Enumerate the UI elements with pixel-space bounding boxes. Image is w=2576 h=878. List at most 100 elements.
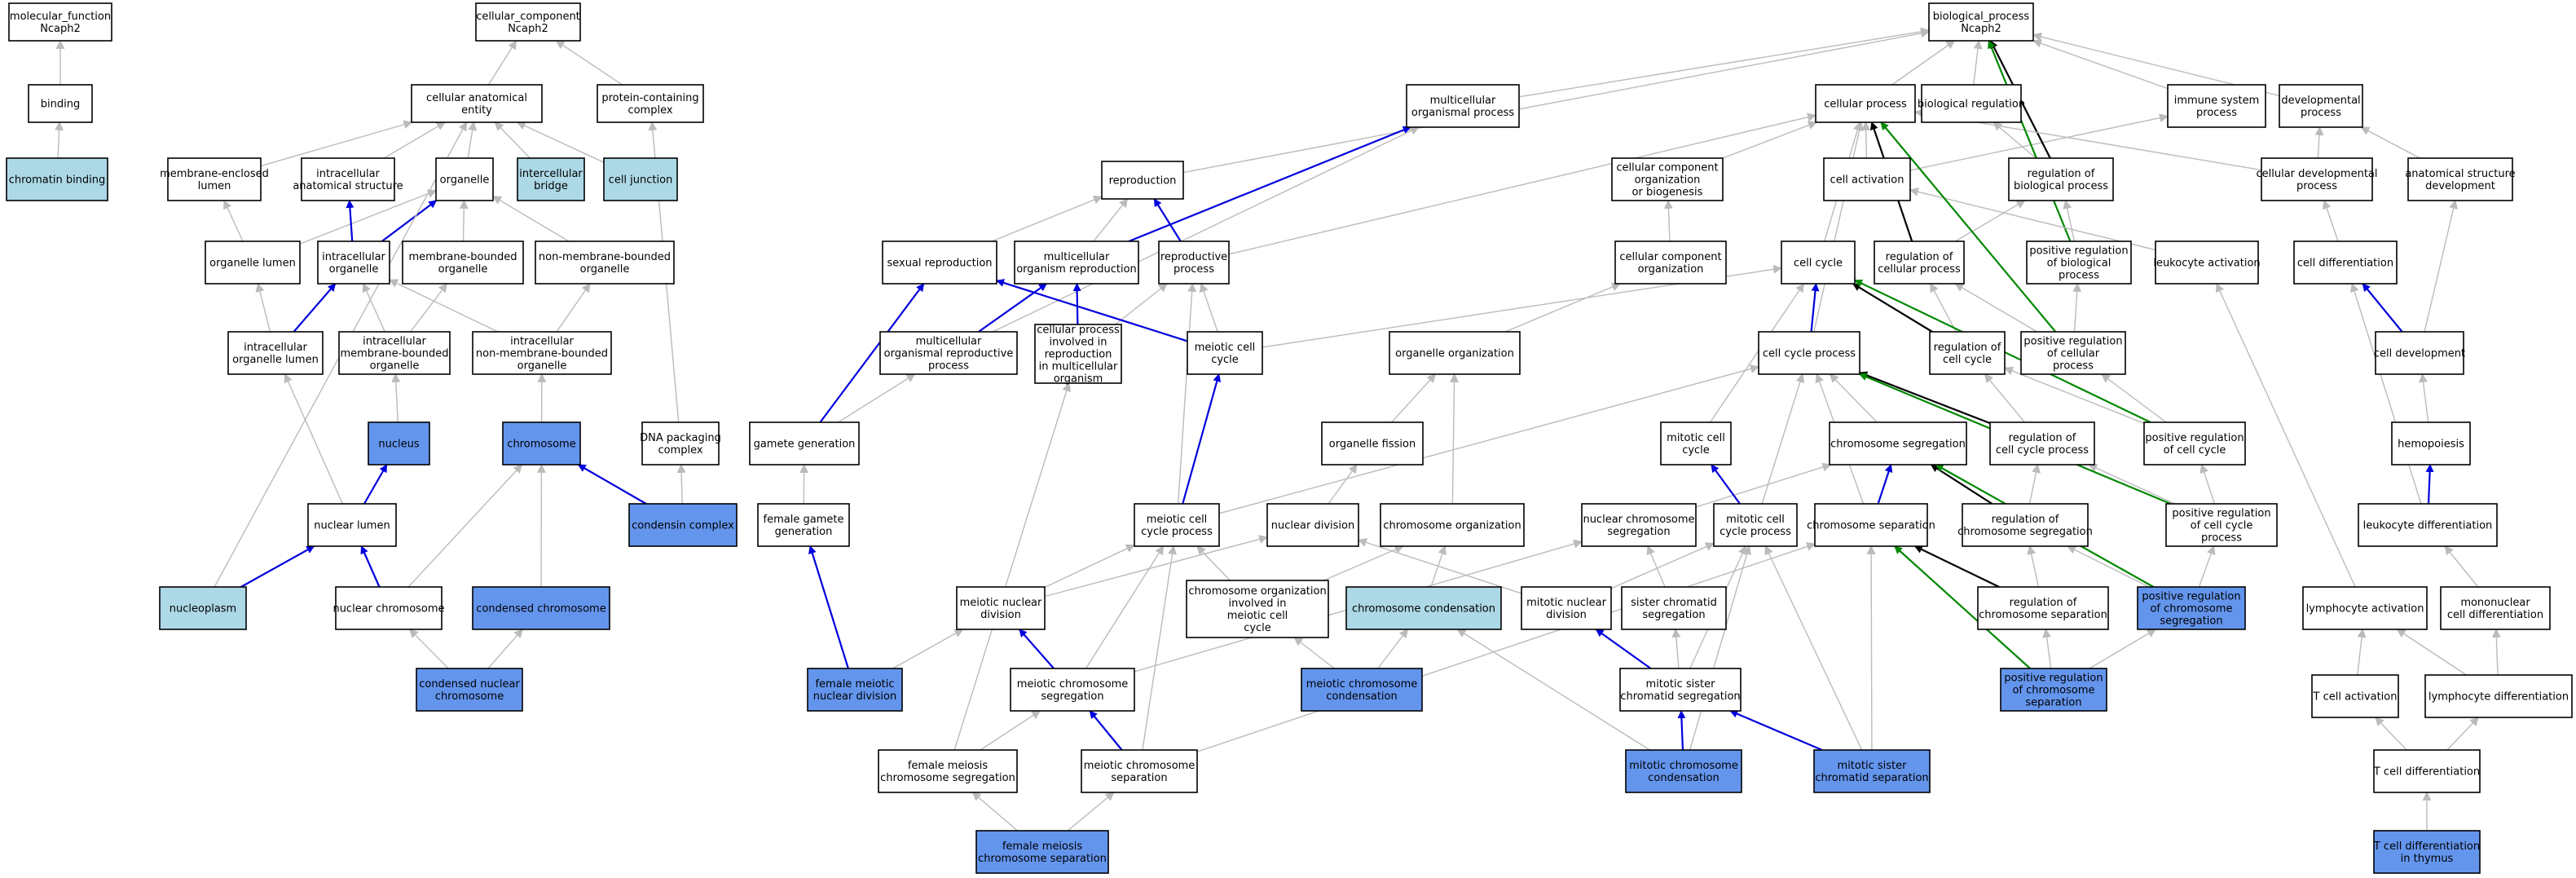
node-cconden[interactable]: chromosome condensation — [1345, 586, 1502, 630]
node-box — [1625, 749, 1742, 793]
node-organelle[interactable]: organelle — [435, 157, 494, 201]
node-gg[interactable]: gamete generation — [749, 421, 860, 465]
node-ccp[interactable]: cell cycle process — [1758, 331, 1860, 375]
node-nucleoplasm[interactable]: nucleoplasm — [159, 586, 247, 630]
node-label-line: separation — [2025, 697, 2081, 709]
node-nl[interactable]: nuclear lumen — [307, 503, 397, 547]
node-cd[interactable]: cell differentiation — [2293, 240, 2398, 285]
node-of[interactable]: organelle fission — [1321, 421, 1424, 465]
node-binding[interactable]: binding — [28, 84, 93, 123]
node-sr[interactable]: sexual reproduction — [882, 240, 997, 285]
node-label-line: generation — [775, 526, 833, 538]
node-lymd[interactable]: lymphocyte differentiation — [2424, 674, 2573, 718]
node-lymact[interactable]: lymphocyte activation — [2302, 586, 2428, 630]
node-cp[interactable]: cellular process — [1815, 84, 1916, 123]
node-hemo[interactable]: hemopoiesis — [2391, 421, 2471, 465]
node-tcd[interactable]: T cell differentiation — [2373, 749, 2481, 793]
node-br[interactable]: biological regulation — [1918, 84, 2025, 123]
node-reproduction[interactable]: reproduction — [1101, 161, 1184, 200]
node-nucleus[interactable]: nucleus — [368, 421, 430, 465]
node-nd[interactable]: nuclear division — [1266, 503, 1359, 547]
node-oo[interactable]: organelle organization — [1389, 331, 1521, 375]
node-condensin[interactable]: condensin complex — [628, 503, 738, 547]
node-chromatin-binding[interactable]: chromatin binding — [6, 157, 108, 201]
node-cj[interactable]: cell junction — [603, 157, 678, 201]
node-inmbo[interactable]: intracellularnon-membrane-boundedorganel… — [472, 331, 612, 375]
node-celldev[interactable]: cell development — [2374, 331, 2465, 375]
node-nc[interactable]: nuclear chromosome — [332, 586, 445, 630]
node-cs[interactable]: chromosome segregation — [1829, 421, 1967, 465]
node-chromosome[interactable]: chromosome — [502, 421, 581, 465]
node-box — [1619, 668, 1742, 712]
node-co[interactable]: chromosome organization — [1380, 503, 1525, 547]
node-csep[interactable]: chromosome separation — [1807, 503, 1935, 547]
node-la[interactable]: leukocyte activation — [2153, 240, 2261, 285]
node-tca[interactable]: T cell activation — [2311, 674, 2399, 718]
node-condchr[interactable]: condensed chromosome — [472, 586, 610, 630]
node-cellcycle[interactable]: cell cycle — [1781, 240, 1856, 285]
node-ca[interactable]: cell activation — [1823, 157, 1911, 201]
node-ld[interactable]: leukocyte differentiation — [2358, 503, 2498, 547]
node-ol[interactable]: organelle lumen — [205, 240, 301, 285]
